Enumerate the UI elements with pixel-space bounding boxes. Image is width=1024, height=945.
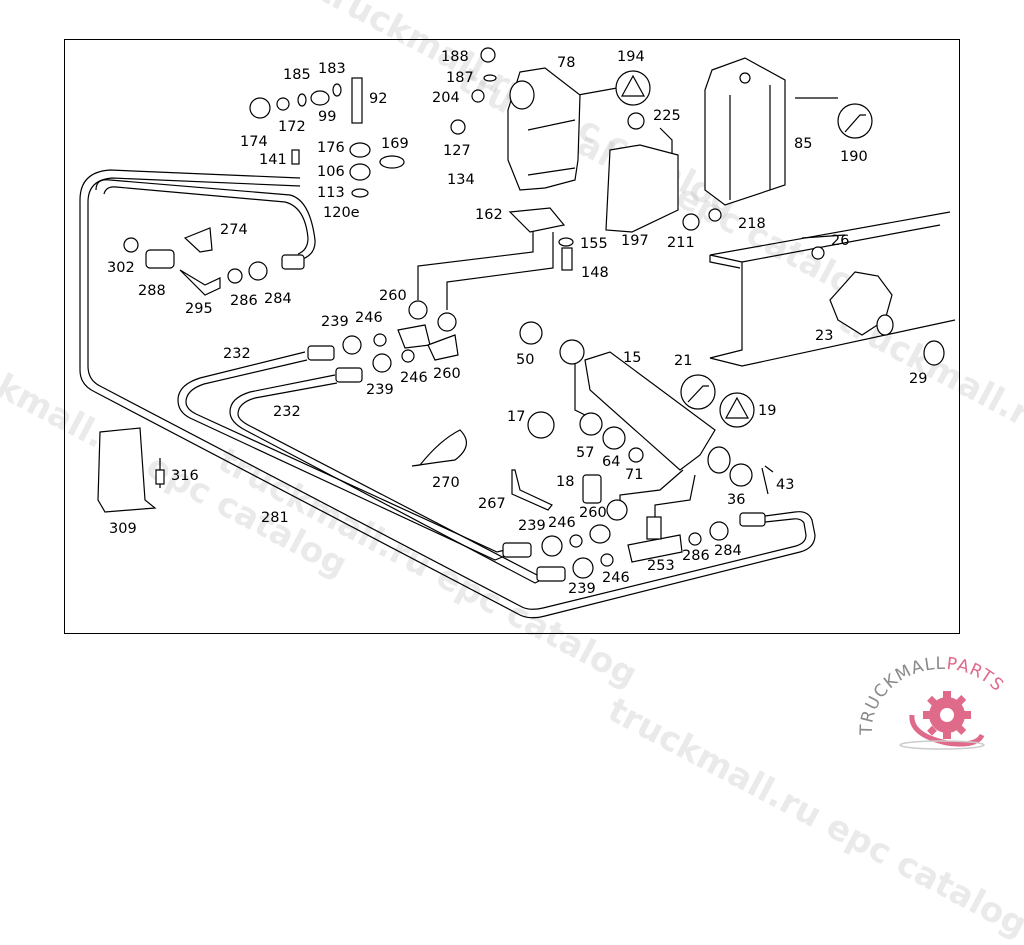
part-label-284: 284 [714,543,742,559]
part-label-286: 286 [230,293,258,309]
part-label-127: 127 [443,143,471,159]
part-label-36: 36 [727,492,746,508]
pipe-232 [177,351,546,584]
part-label-260: 260 [379,288,407,304]
symbol-circles [615,70,873,428]
cylinder-15 [559,339,731,474]
part-label-50: 50 [516,352,535,368]
part-label-267: 267 [478,496,506,512]
valve-block-78 [507,67,581,191]
part-label-18: 18 [556,474,575,490]
part-label-225: 225 [653,108,681,124]
valve-85 [704,57,786,206]
part-label-302: 302 [107,260,135,276]
part-label-71: 71 [625,467,644,483]
parts-diagram [79,47,956,619]
part-label-281: 281 [261,510,289,526]
truckmall-parts-logo: TRUCKMALLPARTS [852,654,1022,750]
part-label-187: 187 [446,70,474,86]
part-label-155: 155 [580,236,608,252]
leader-lines [417,87,846,520]
part-label-176: 176 [317,140,345,156]
gear-icon [899,691,985,750]
part-label-232: 232 [273,404,301,420]
part-label-295: 295 [185,301,213,317]
part-label-246: 246 [400,370,428,386]
part-label-85: 85 [794,136,813,152]
part-label-239: 239 [568,581,596,597]
part-label-92: 92 [369,91,388,107]
part-label-246: 246 [602,570,630,586]
part-label-148: 148 [581,265,609,281]
part-label-43: 43 [776,477,795,493]
part-label-169: 169 [381,136,409,152]
part-label-57: 57 [576,445,595,461]
part-label-270: 270 [432,475,460,491]
part-label-190: 190 [840,149,868,165]
part-label-120e: 120e [323,205,360,221]
part-label-246: 246 [548,515,576,531]
pipe-upper-loop [95,179,316,261]
part-label-26: 26 [831,233,850,249]
part-label-21: 21 [674,353,693,369]
part-label-174: 174 [240,134,268,150]
part-label-29: 29 [909,371,928,387]
part-label-274: 274 [220,222,248,238]
part-label-309: 309 [109,521,137,537]
part-label-23: 23 [815,328,834,344]
part-label-113: 113 [317,185,345,201]
part-label-284: 284 [264,291,292,307]
part-label-239: 239 [518,518,546,534]
part-label-141: 141 [259,152,287,168]
part-label-19: 19 [758,403,777,419]
part-label-106: 106 [317,164,345,180]
part-label-239: 239 [366,382,394,398]
part-label-172: 172 [278,119,306,135]
part-label-218: 218 [738,216,766,232]
part-label-185: 185 [283,67,311,83]
part-label-211: 211 [667,235,695,251]
part-label-246: 246 [355,310,383,326]
part-label-188: 188 [441,49,469,65]
part-label-134: 134 [447,172,475,188]
small-parts [97,47,825,582]
part-label-288: 288 [138,283,166,299]
part-label-316: 316 [171,468,199,484]
frame-rail [709,211,956,367]
part-label-232: 232 [223,346,251,362]
part-label-260: 260 [433,366,461,382]
part-label-17: 17 [507,409,526,425]
pipe-281 [79,169,816,619]
part-label-239: 239 [321,314,349,330]
part-label-183: 183 [318,61,346,77]
part-label-64: 64 [602,454,621,470]
part-label-260: 260 [579,505,607,521]
part-label-197: 197 [621,233,649,249]
part-label-194: 194 [617,49,645,65]
flange-23 [829,271,945,366]
part-label-253: 253 [647,558,675,574]
part-label-78: 78 [557,55,576,71]
part-label-99: 99 [318,109,337,125]
part-label-15: 15 [623,350,642,366]
part-label-286: 286 [682,548,710,564]
part-label-204: 204 [432,90,460,106]
bracket-197 [605,144,679,233]
part-label-162: 162 [475,207,503,223]
diagram-frame [64,39,960,634]
